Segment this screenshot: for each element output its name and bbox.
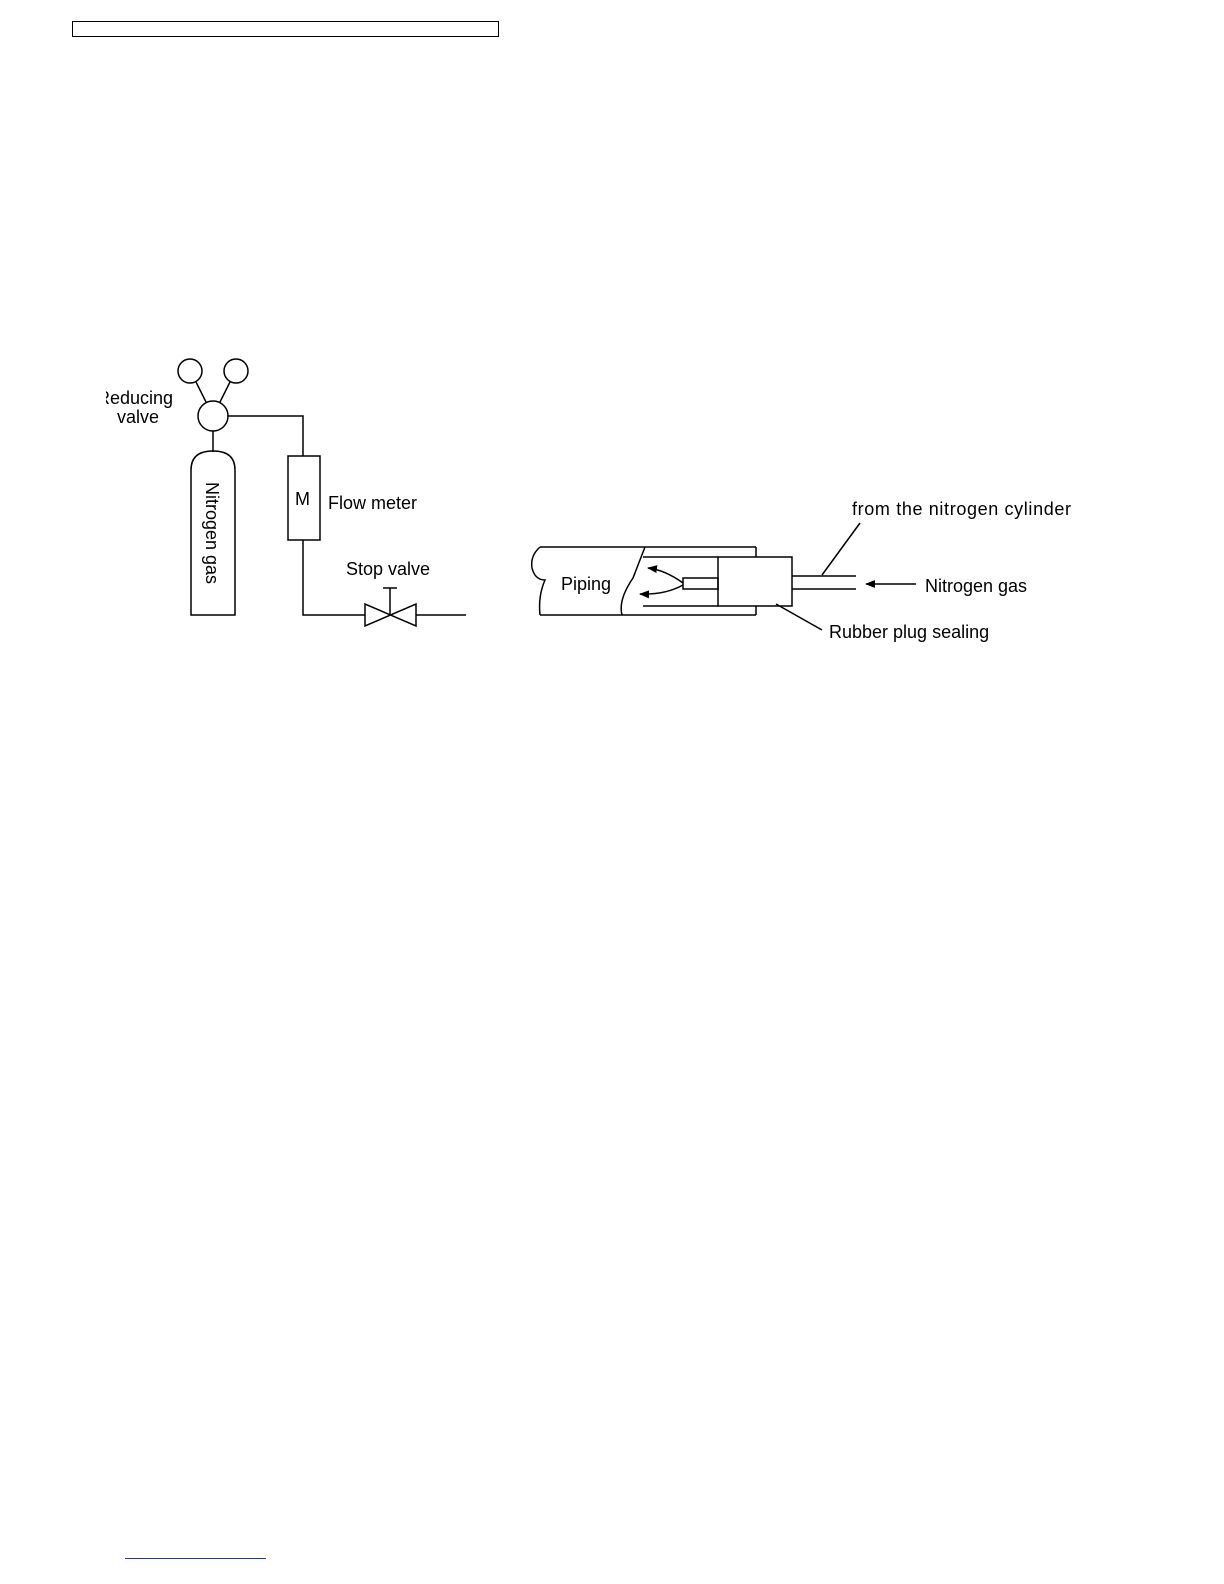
rubber-plug <box>718 557 792 606</box>
stop-valve-label: Stop valve <box>346 559 430 579</box>
reducing-valve-label-line2: valve <box>117 407 159 427</box>
flow-meter-symbol: M <box>295 489 310 509</box>
reducing-valve <box>198 401 228 431</box>
footer-link-rule <box>125 1558 266 1559</box>
pressure-gauge-left <box>178 359 202 383</box>
flow-meter-label: Flow meter <box>328 493 417 513</box>
reducing-valve-label-line1: Reducing <box>97 388 173 408</box>
gas-nozzle <box>683 578 718 589</box>
pressure-gauge-right <box>224 359 248 383</box>
piping-label: Piping <box>561 574 611 594</box>
pipe-broken-end <box>532 547 545 615</box>
rubber-plug-label: Rubber plug sealing <box>829 622 989 642</box>
from-cylinder-label: from the nitrogen cylinder <box>852 499 1071 519</box>
nitrogen-gas-label: Nitrogen gas <box>925 576 1027 596</box>
nitrogen-gas-cylinder-label: Nitrogen gas <box>202 482 222 584</box>
